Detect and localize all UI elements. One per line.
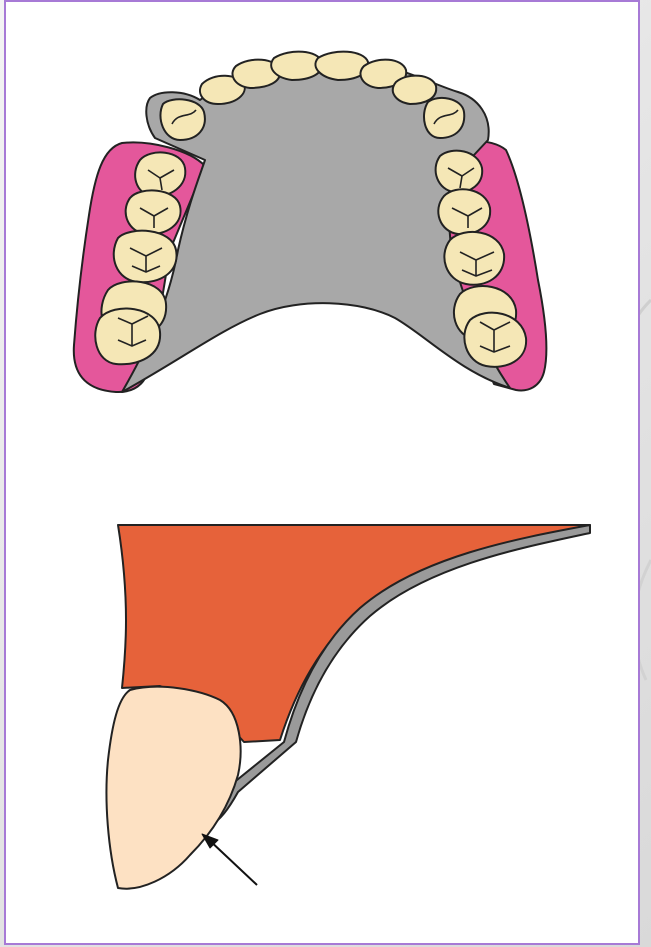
cross-section-view: [106, 525, 590, 889]
tooth: [95, 309, 160, 365]
tooth: [464, 313, 526, 367]
tooth: [438, 189, 490, 234]
left-canine: [160, 99, 204, 140]
incisor-crown: [106, 687, 240, 889]
right-canine: [424, 98, 464, 138]
tooth: [436, 151, 483, 193]
tooth: [114, 231, 177, 283]
denture-top-view: [74, 52, 547, 392]
pointer-arrow-shaft: [207, 838, 257, 885]
tooth: [126, 190, 181, 234]
